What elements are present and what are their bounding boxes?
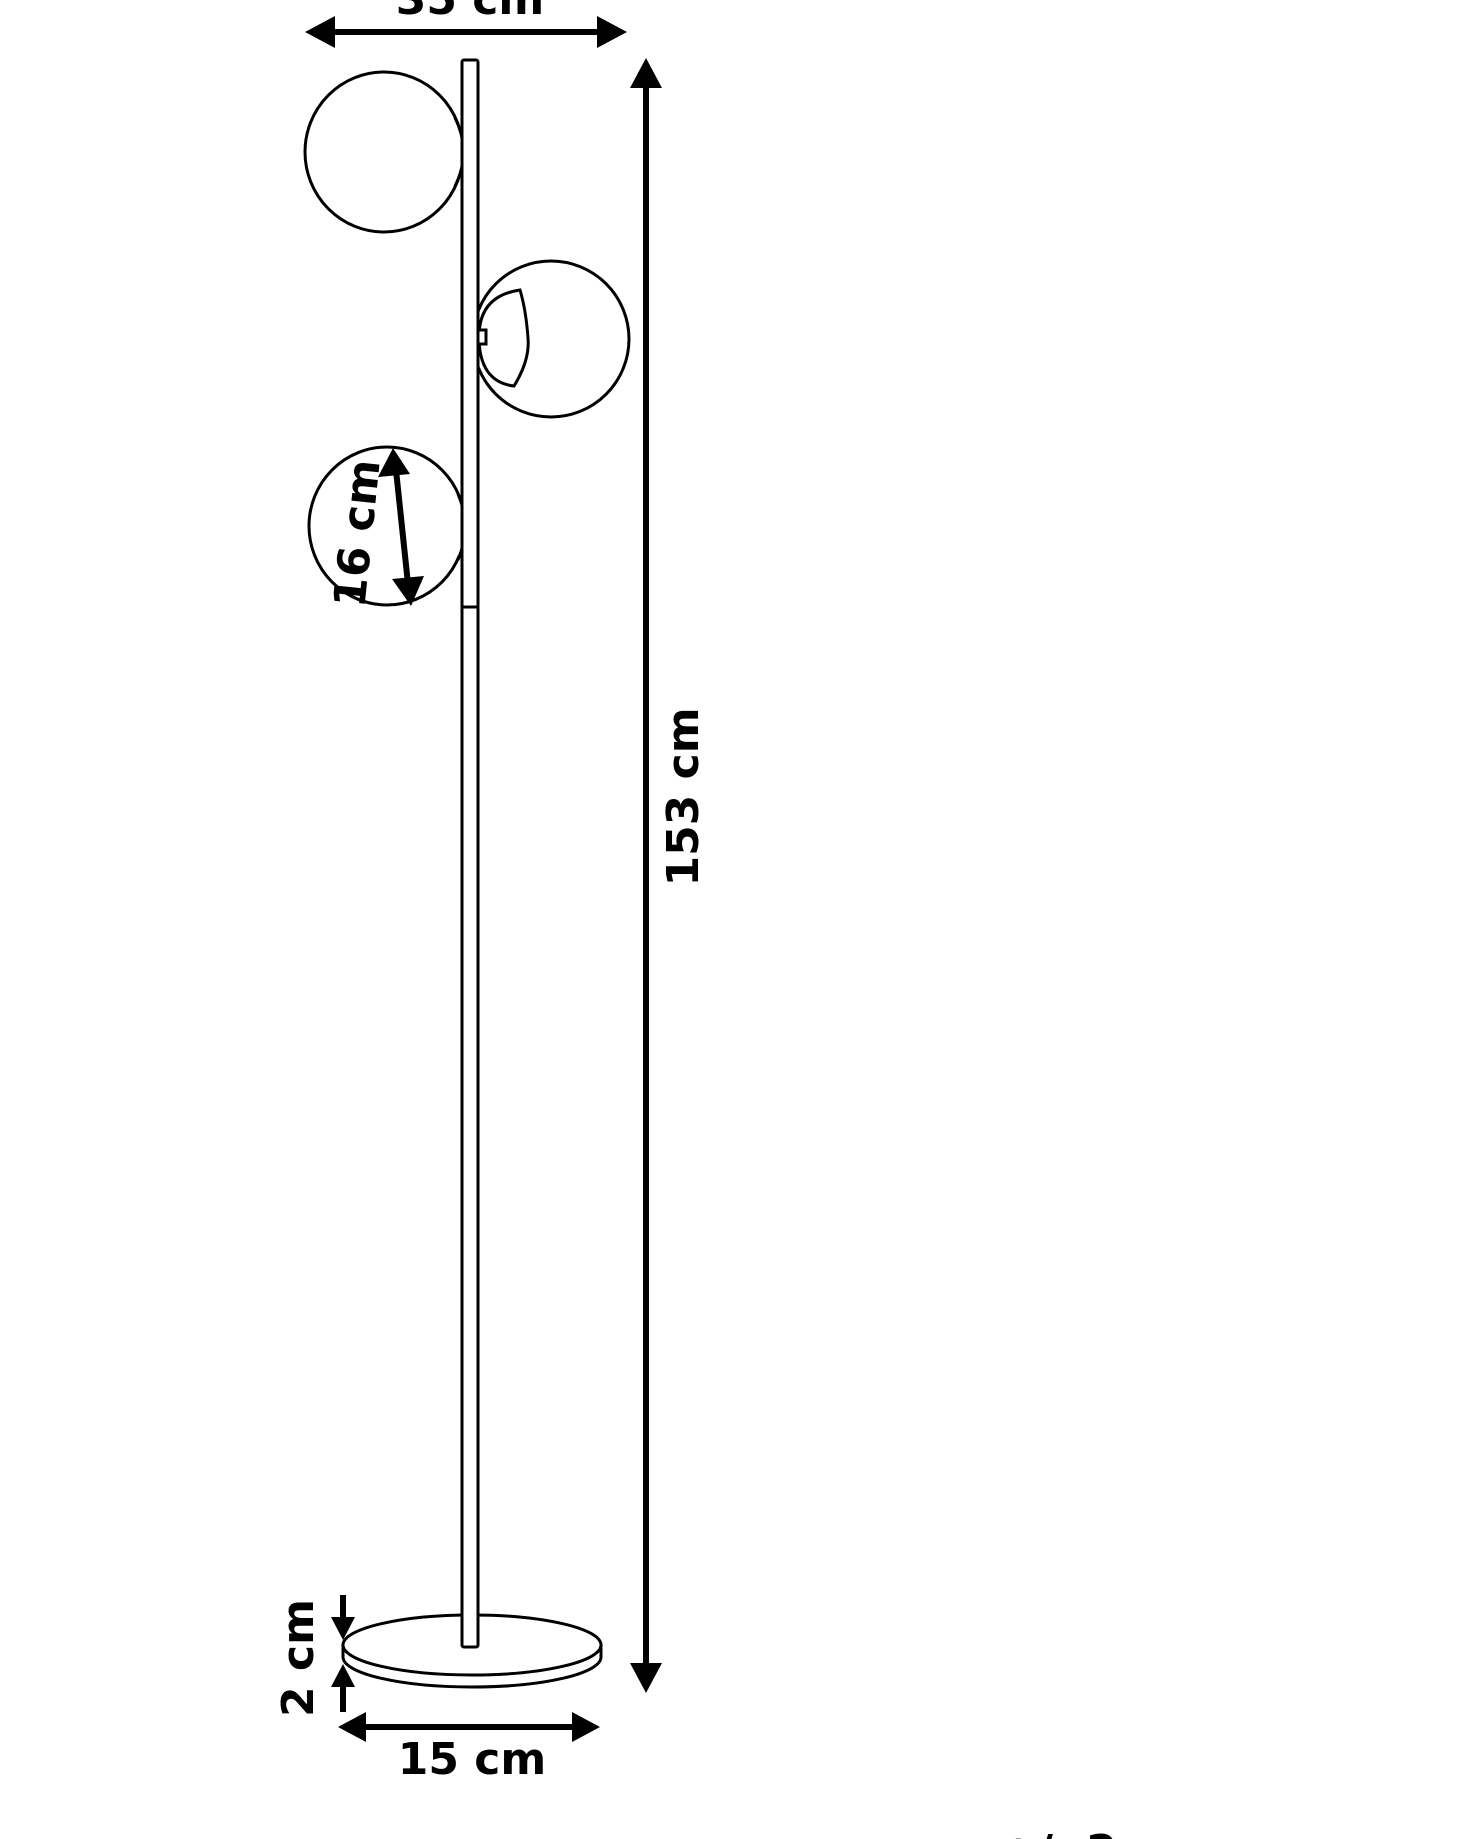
- dimension-base-height: 2 cm: [273, 1595, 355, 1717]
- width-top-label: 35 cm: [396, 0, 544, 25]
- globe-shade-middle: [471, 259, 631, 419]
- dimension-width-top: 35 cm: [305, 0, 627, 48]
- base-height-label: 2 cm: [273, 1599, 324, 1717]
- shade-middle-socket: [477, 288, 530, 388]
- base-diameter-label: 15 cm: [398, 1734, 546, 1785]
- height-total-label: 153 cm: [658, 707, 709, 886]
- tolerance-note: +/- 2 cm: [1000, 1826, 1204, 1839]
- globe-shade-top: [303, 70, 465, 234]
- lamp-pole: [460, 58, 480, 1649]
- dimension-base-diameter: 15 cm: [338, 1712, 600, 1785]
- dimension-height-total: 153 cm: [630, 58, 709, 1693]
